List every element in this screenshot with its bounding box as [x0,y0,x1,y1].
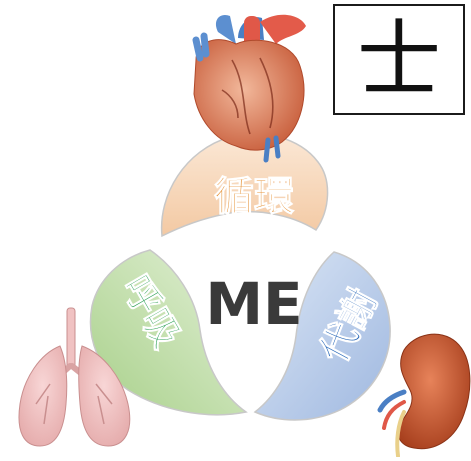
kidney-icon [380,334,470,456]
circulation-label: 循環 [214,174,294,220]
kanji-badge: 士 [333,4,465,115]
kanji-badge-text: 士 [357,18,441,102]
center-label: ME [205,270,302,338]
heart-icon [194,15,306,160]
